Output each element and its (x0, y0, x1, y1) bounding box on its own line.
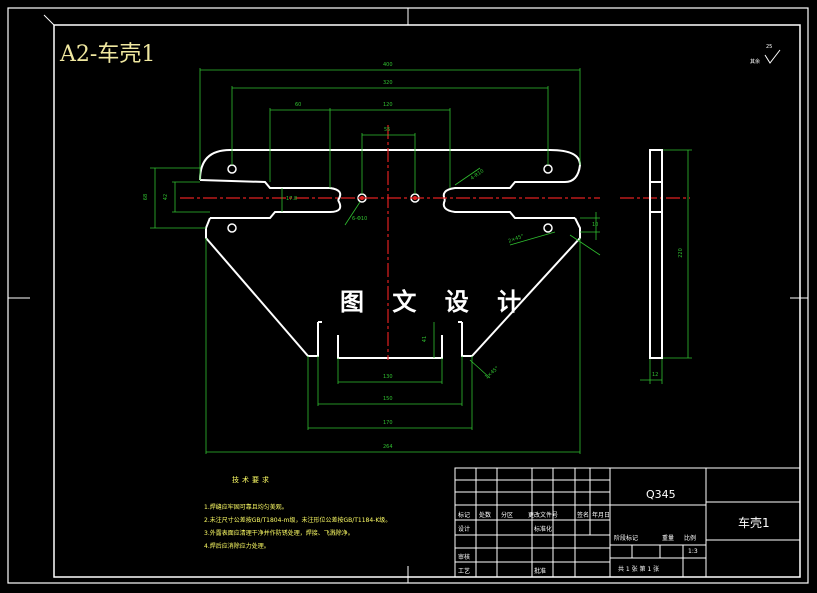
surface-finish-value: 25 (766, 44, 773, 50)
sheet-count: 共 1 张 第 1 张 (618, 566, 660, 573)
dim-17-8: 17.8 (286, 196, 298, 202)
title-block-grid (454, 467, 801, 578)
design-label: 设计 (458, 526, 471, 533)
process-label: 工艺 (458, 568, 471, 575)
stage-mark-label: 阶段标记 (614, 535, 639, 542)
dim-42: 42 (163, 193, 170, 201)
row-label-change-doc: 更改文件号 (528, 512, 559, 519)
hole-centers (360, 196, 417, 200)
front-view-outline (199, 149, 582, 359)
dim-10: 10 (592, 222, 599, 228)
row-label-date: 年月日 (592, 512, 611, 519)
note-1: 1.焊缝应牢固可靠且均匀美观。 (204, 504, 288, 511)
row-label-mark: 标记 (458, 512, 471, 519)
note-2: 2.未注尺寸公差按GB/T1804-m级，未注形位公差按GB/T1184-K级。 (204, 517, 392, 524)
dim-320: 320 (383, 80, 393, 86)
dim-264: 264 (383, 444, 393, 450)
scale-label: 比例 (684, 535, 697, 542)
dim-120: 120 (383, 102, 393, 108)
weight-label: 重量 (662, 535, 675, 542)
standardization-label: 标准化 (534, 526, 553, 533)
dim-41: 41 (422, 335, 429, 343)
centering-marks (8, 8, 808, 583)
dim-150: 150 (383, 396, 393, 402)
side-view-outline (649, 149, 663, 359)
note-3: 3.外露表面应清理干净并作防锈处理，焊接、飞溅除净。 (204, 530, 354, 537)
dimension-lines (150, 68, 692, 454)
center-lines (180, 125, 690, 360)
dim-220: 220 (677, 248, 684, 258)
dim-170: 170 (383, 420, 393, 426)
material-label: Q345 (646, 488, 676, 501)
dim-12: 12 (652, 372, 659, 378)
note-4: 4.焊后应消除应力处理。 (204, 543, 270, 550)
approve-label: 批准 (534, 568, 547, 575)
dim-6-phi10: 6-Φ10 (352, 216, 368, 222)
check-label: 审核 (458, 554, 471, 561)
notes-title: 技术要求 (232, 476, 272, 484)
dim-68: 68 (143, 193, 150, 201)
dim-130: 130 (383, 374, 393, 380)
drawing-title: A2-车壳1 (60, 42, 156, 67)
part-name: 车壳1 (738, 516, 770, 530)
dim-400: 400 (383, 62, 393, 68)
row-label-sign: 签名 (577, 512, 590, 519)
row-label-count: 处数 (479, 512, 492, 519)
surface-finish-symbol (764, 49, 781, 64)
watermark: 图 文 设 计 (340, 288, 532, 316)
dim-55: 55 (384, 127, 391, 133)
scale-value: 1:3 (688, 548, 698, 555)
surface-finish-label: 其余 (750, 59, 761, 65)
dim-60: 60 (295, 102, 302, 108)
row-label-zone: 分区 (501, 512, 514, 519)
inner-frame (53, 24, 801, 578)
